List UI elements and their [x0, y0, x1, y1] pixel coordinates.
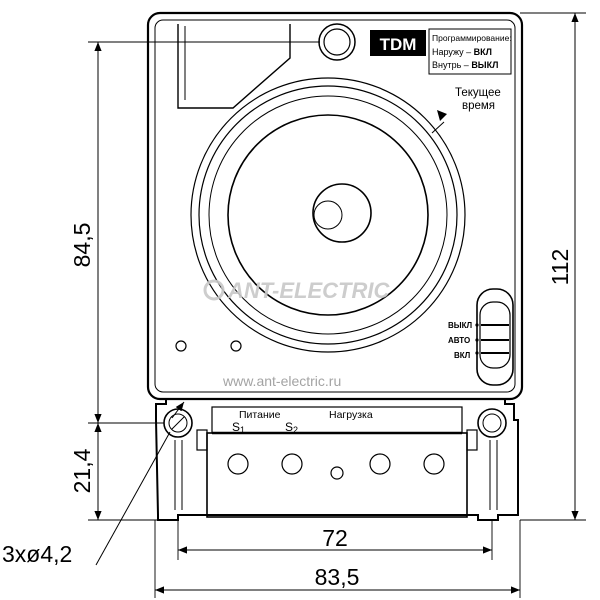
watermark: ANT-ELECTRIC www.ant-electric.ru [203, 278, 390, 389]
current-time-label: Текущее время [437, 87, 501, 121]
terminal-screw-3[interactable] [369, 453, 391, 475]
mode-switch-slider[interactable] [479, 301, 511, 369]
tdm-logo[interactable]: TDM [370, 30, 426, 56]
programming-note: Программирование: Наружу – ВКЛ Внутрь – … [428, 28, 512, 75]
terminal-clip-left [196, 429, 208, 451]
top-recess [177, 24, 291, 109]
watermark-logo-icon [203, 279, 225, 301]
dimension-holes: 3xø4,2 [2, 401, 185, 567]
indicator-led-right [230, 340, 242, 352]
programming-title: Программирование: [432, 33, 512, 43]
s1-sub: 1 [240, 425, 245, 435]
watermark-url: www.ant-electric.ru [222, 373, 341, 389]
dimension-total-width-label: 83,5 [315, 564, 360, 590]
dimension-mount-width-label: 72 [322, 525, 348, 551]
dimension-terminal-height-label: 21,4 [69, 448, 95, 493]
s2-sub: 2 [293, 425, 298, 435]
s2-label: S2 [285, 420, 298, 435]
tdm-logo-text: TDM [380, 35, 417, 54]
programming-inside-line: Внутрь – ВЫКЛ [432, 60, 498, 70]
terminal-block: Питание Нагрузка S1 S2 [155, 398, 519, 521]
indicator-leds [175, 340, 242, 352]
terminal-screw-1[interactable] [227, 453, 249, 475]
indicator-led-left [175, 340, 187, 352]
terminal-clip-right [466, 429, 478, 451]
s1-main: S [232, 420, 240, 434]
dimension-body-height-label: 84,5 [69, 223, 95, 268]
current-time-line2: время [462, 100, 495, 112]
programming-inside-prefix: Внутрь [432, 60, 462, 70]
dimension-total-height-label: 112 [547, 249, 573, 286]
terminal-screw-4[interactable] [423, 453, 445, 475]
watermark-brand: ANT-ELECTRIC [227, 278, 390, 303]
mode-off-label: ВЫКЛ [448, 321, 472, 330]
programming-outside-value: ВКЛ [474, 47, 492, 57]
dimension-holes-label: 3xø4,2 [2, 541, 72, 567]
mounting-hole-right [477, 408, 507, 438]
dimension-total-width: 83,5 [155, 564, 520, 594]
load-label: Нагрузка [329, 409, 373, 421]
power-label: Питание [239, 409, 281, 421]
s1-label: S1 [232, 420, 245, 435]
current-time-marker-icon [437, 110, 447, 121]
dimension-terminal-height: 21,4 [69, 423, 102, 520]
top-screw [318, 23, 356, 61]
mode-on-label: ВКЛ [454, 351, 471, 360]
dimension-mount-width: 72 [178, 525, 492, 554]
time-dial[interactable] [190, 77, 466, 353]
mode-switch[interactable]: ВЫКЛ АВТО ВКЛ [448, 288, 514, 386]
extension-lines [88, 12, 586, 598]
terminal-screw-center[interactable] [330, 466, 344, 480]
mode-auto-label: АВТО [448, 336, 470, 345]
s2-main: S [285, 420, 293, 434]
programming-inside-value: ВЫКЛ [471, 60, 498, 70]
programming-outside-prefix: Наружу [432, 47, 464, 57]
dial-center-knob[interactable] [312, 183, 372, 243]
dimension-body-height: 84,5 [69, 42, 102, 423]
dimension-total-height: 112 [547, 13, 579, 520]
terminal-screw-2[interactable] [281, 453, 303, 475]
current-time-line1: Текущее [455, 87, 501, 99]
programming-outside-line: Наружу – ВКЛ [432, 47, 492, 57]
